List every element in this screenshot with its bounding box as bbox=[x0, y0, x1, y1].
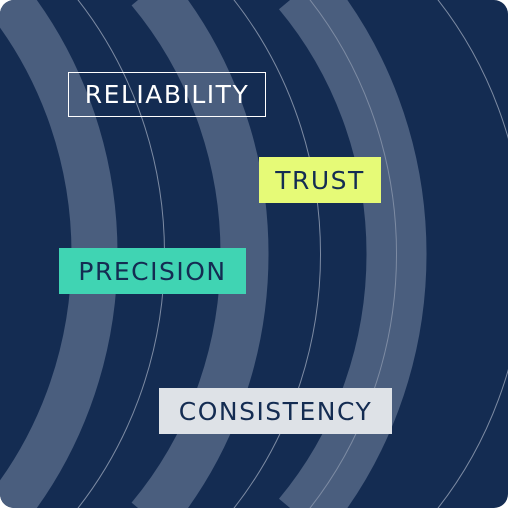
tag-consistency: CONSISTENCY bbox=[159, 388, 392, 434]
arc-line bbox=[233, 0, 321, 508]
tag-reliability: RELIABILITY bbox=[68, 72, 266, 117]
tag-precision: PRECISION bbox=[59, 248, 246, 294]
arc-line bbox=[309, 0, 397, 508]
arc-line bbox=[437, 0, 508, 508]
tag-trust: TRUST bbox=[259, 157, 381, 203]
